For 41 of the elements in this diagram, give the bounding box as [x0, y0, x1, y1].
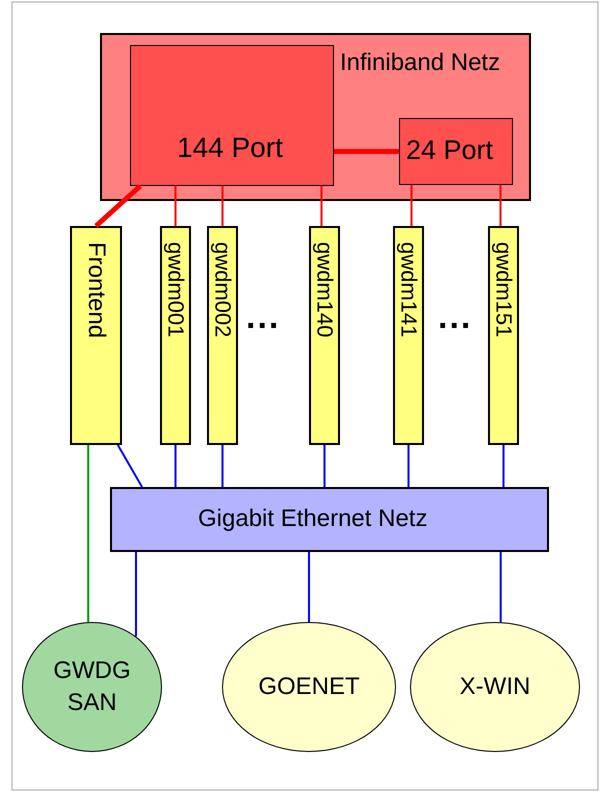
link-line: [222, 445, 224, 487]
vertical-label: gwdm002: [212, 242, 234, 338]
link-line: [500, 185, 502, 226]
link-line: [408, 445, 410, 487]
double-link-line: [334, 149, 399, 154]
node-label: X-WIN: [458, 672, 532, 702]
vertical-label: gwdm140: [314, 242, 336, 338]
server-box: [488, 226, 519, 445]
server-box: [309, 226, 340, 445]
link-line: [174, 186, 176, 226]
server-box: [393, 226, 424, 445]
link-line: [135, 552, 137, 636]
node-label: GWDG SAN: [52, 656, 132, 718]
ellipsis-mark: ...: [246, 300, 280, 334]
link-line: [116, 444, 143, 488]
link-line: [174, 445, 176, 487]
link-line: [87, 445, 90, 622]
switch-box: [130, 45, 334, 186]
node-label: Infiniband Netz: [340, 49, 500, 77]
network-box: [100, 33, 531, 201]
node-label: 24 Port: [406, 135, 494, 166]
vertical-label: gwdm001: [164, 242, 186, 338]
link-line: [410, 185, 412, 226]
node-label: GOENET: [257, 672, 361, 702]
server-box: [160, 226, 191, 445]
server-box: [70, 226, 122, 445]
link-line: [324, 445, 326, 487]
server-box: [207, 226, 238, 445]
link-line: [502, 445, 504, 487]
vertical-label: gwdm141: [398, 242, 420, 338]
switch-box: [399, 118, 513, 185]
node-label: Gigabit Ethernet Netz: [198, 505, 428, 533]
link-line: [308, 552, 310, 622]
link-line: [222, 186, 224, 226]
vertical-label: gwdm151: [492, 242, 514, 338]
ellipsis-mark: ...: [438, 300, 472, 334]
link-line: [320, 186, 322, 226]
node-label: 144 Port: [177, 132, 283, 164]
vertical-label: Frontend: [84, 242, 108, 338]
network-box: [110, 487, 549, 552]
link-line: [500, 552, 502, 622]
